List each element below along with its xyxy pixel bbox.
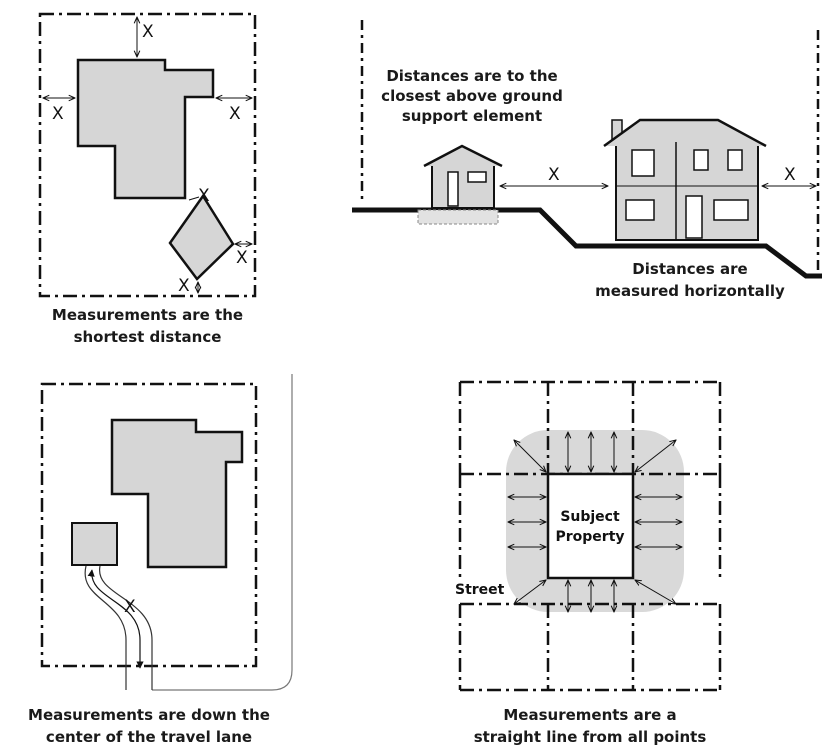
- caption-travel-lane: Measurements are down the center of the …: [28, 706, 270, 746]
- house-footprint: [110, 418, 244, 569]
- panel-shortest-distance: X X X X X X: [38, 12, 257, 298]
- shed-foundation: [417, 209, 499, 225]
- shed-footprint: [168, 193, 235, 281]
- distance-arrows: [508, 432, 682, 612]
- caption-straight-line: Measurements are a straight line from al…: [473, 706, 707, 746]
- panel-horizontal: X X: [352, 20, 822, 280]
- caption-horizontal: Distances are measured horizontally: [595, 260, 785, 300]
- house-elevation: [603, 118, 767, 241]
- setback-marker: X: [198, 186, 210, 206]
- garage-footprint: [71, 522, 118, 566]
- setback-marker: X: [52, 104, 64, 124]
- setback-marker: X: [784, 165, 796, 185]
- shed-elevation: [423, 144, 503, 209]
- callout-support-element: Distances are to the closest above groun…: [381, 67, 563, 125]
- measurement-path: [87, 569, 144, 669]
- subject-property: [546, 472, 635, 580]
- setback-marker: X: [229, 104, 241, 124]
- subject-label: Property: [555, 529, 624, 545]
- ground-profile: [352, 207, 822, 279]
- caption-shortest: Measurements are the shortest distance: [51, 306, 244, 346]
- panel-straight-line: Subject Property Street: [455, 380, 722, 692]
- setback-arrow: [188, 196, 200, 201]
- lot-boundary: [40, 382, 258, 668]
- subject-label: Subject: [560, 509, 620, 525]
- setback-marker: X: [178, 276, 190, 296]
- setback-marker: X: [236, 248, 248, 268]
- street-edge: [152, 374, 293, 691]
- lot-boundary: [38, 12, 257, 298]
- setback-marker: X: [124, 597, 136, 617]
- street-label: Street: [455, 582, 505, 598]
- setback-marker: X: [142, 22, 154, 42]
- setback-marker: X: [548, 165, 560, 185]
- house-footprint: [76, 58, 215, 200]
- panel-travel-lane: X: [40, 374, 293, 691]
